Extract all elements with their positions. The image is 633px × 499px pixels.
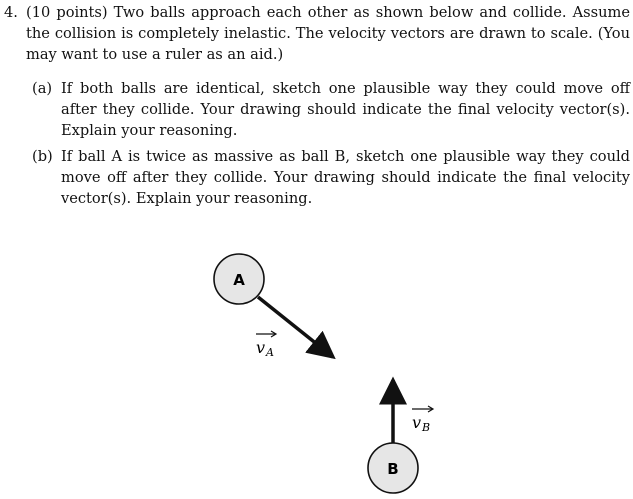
- part-a: (a) If both balls are identical, sketch …: [32, 78, 630, 141]
- ball-a-circle: [213, 253, 265, 305]
- part-a-label: (a): [32, 80, 53, 97]
- problem-4: 4. (10 points) Two balls approach each o…: [4, 2, 630, 214]
- velocity-label-b: v B: [412, 405, 435, 434]
- ball-a: A: [213, 253, 265, 305]
- velocity-b-overarrow-head: [427, 405, 435, 413]
- ball-a-label: A: [233, 271, 245, 289]
- problem-parts: (a) If both balls are identical, sketch …: [4, 78, 630, 209]
- part-b-label: (b): [32, 148, 53, 165]
- ball-b: B: [367, 442, 419, 494]
- ball-b-circle: [367, 442, 419, 494]
- part-b-text: If ball A is twice as massive as ball B,…: [61, 148, 630, 207]
- velocity-vector-a: [256, 295, 336, 360]
- velocity-a-symbol: v: [256, 338, 265, 357]
- velocity-a-subscript: A: [265, 346, 274, 359]
- velocity-label-a: v A: [256, 330, 278, 359]
- velocity-a-overarrow-head: [270, 330, 278, 338]
- ball-b-label: B: [387, 460, 398, 478]
- part-a-text: If both balls are identical, sketch one …: [61, 80, 630, 139]
- part-b: (b) If ball A is twice as massive as bal…: [32, 146, 630, 209]
- velocity-b-symbol: v: [412, 413, 421, 432]
- velocity-b-subscript: B: [421, 421, 430, 434]
- problem-number: 4.: [4, 4, 18, 21]
- problem-stem: (10 points) Two balls approach each othe…: [26, 4, 630, 63]
